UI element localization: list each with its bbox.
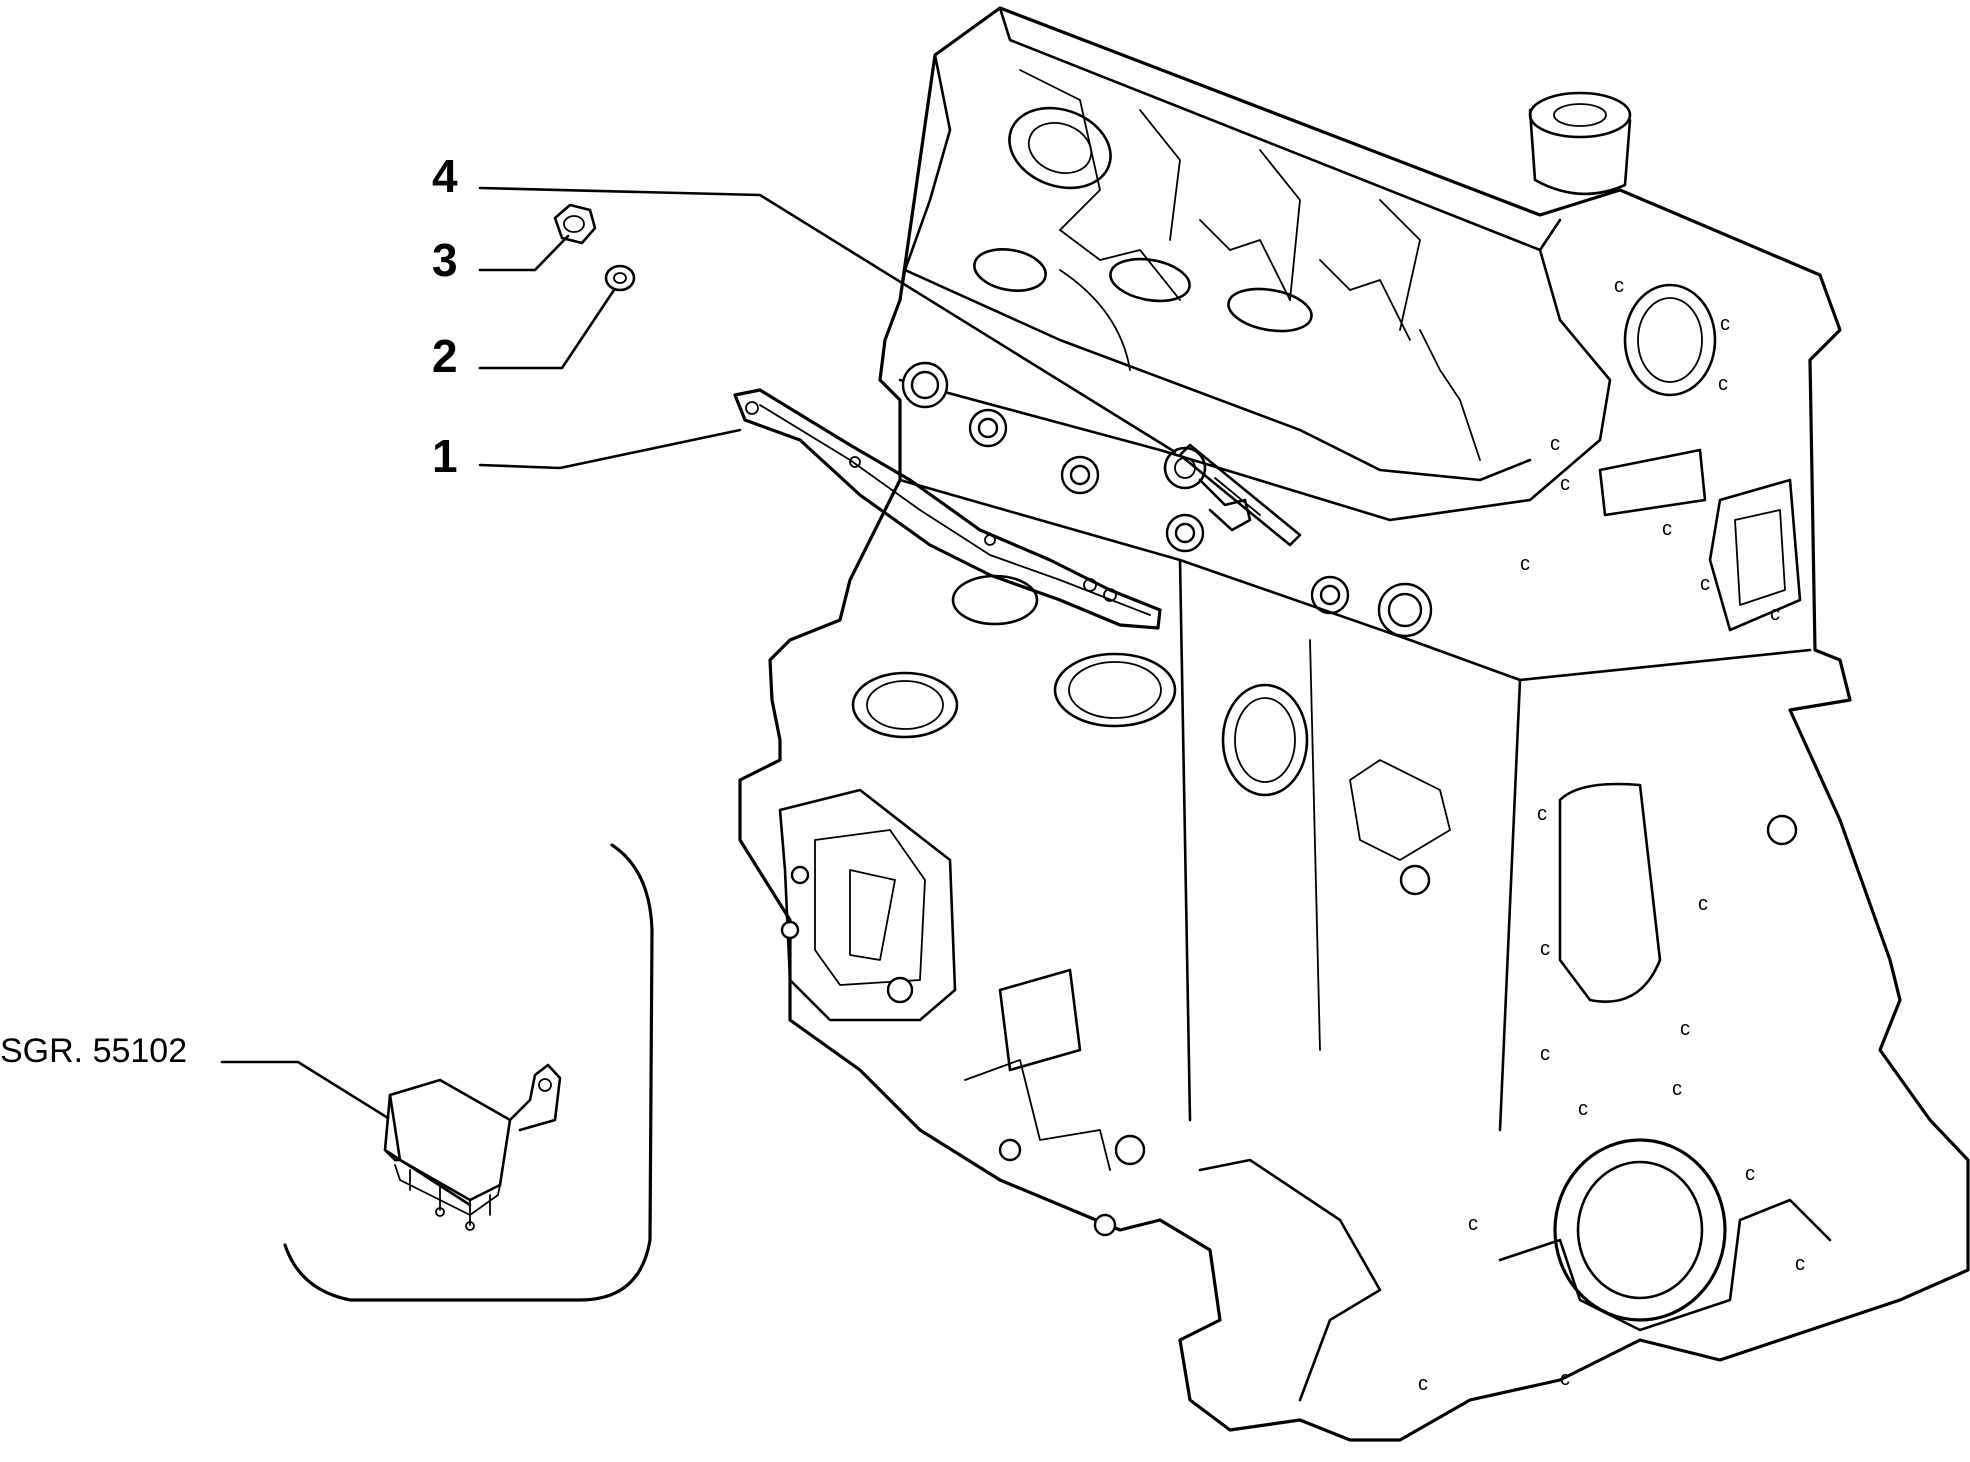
svg-text:c: c [1795,1253,1805,1275]
svg-text:c: c [1614,275,1624,297]
svg-text:c: c [1520,553,1530,575]
svg-text:c: c [1540,938,1550,960]
part-2-washer [604,264,636,292]
callout-label-3: 3 [432,234,458,286]
svg-text:c: c [1700,573,1710,595]
svg-text:c: c [1720,313,1730,335]
part-1-bracket [733,388,1162,630]
svg-text:c: c [1680,1018,1690,1040]
svg-text:c: c [1560,1368,1570,1390]
callout-label-1: 1 [432,430,458,482]
svg-text:c: c [1418,1373,1428,1395]
relay-component [283,843,654,1302]
svg-text:c: c [1468,1213,1478,1235]
svg-text:c: c [1540,1043,1550,1065]
svg-text:c: c [1745,1163,1755,1185]
leader-line-4 [478,186,1177,454]
leader-line-3 [478,234,570,272]
svg-text:c: c [1662,518,1672,540]
svg-text:c: c [1578,1098,1588,1120]
part-4-sensor-bolt [1163,443,1302,547]
reference-label: SGR. 55102 [0,1032,187,1070]
svg-text:c: c [1672,1078,1682,1100]
engine-block: c c c c c c c c c c c c c c c c c c c c … [738,6,1970,1442]
svg-text:c: c [1718,373,1728,395]
svg-text:c: c [1770,603,1780,625]
svg-text:c: c [1550,433,1560,455]
svg-text:c: c [1537,803,1547,825]
svg-text:c: c [1698,893,1708,915]
svg-text:c: c [1560,473,1570,495]
callout-label-2: 2 [432,330,458,382]
leader-lines [220,186,1177,1120]
callout-label-4: 4 [432,150,458,202]
part-3-nut [553,203,597,245]
leader-line-ref [220,1060,390,1120]
leader-line-2 [478,288,616,370]
leader-line-1 [478,428,742,470]
